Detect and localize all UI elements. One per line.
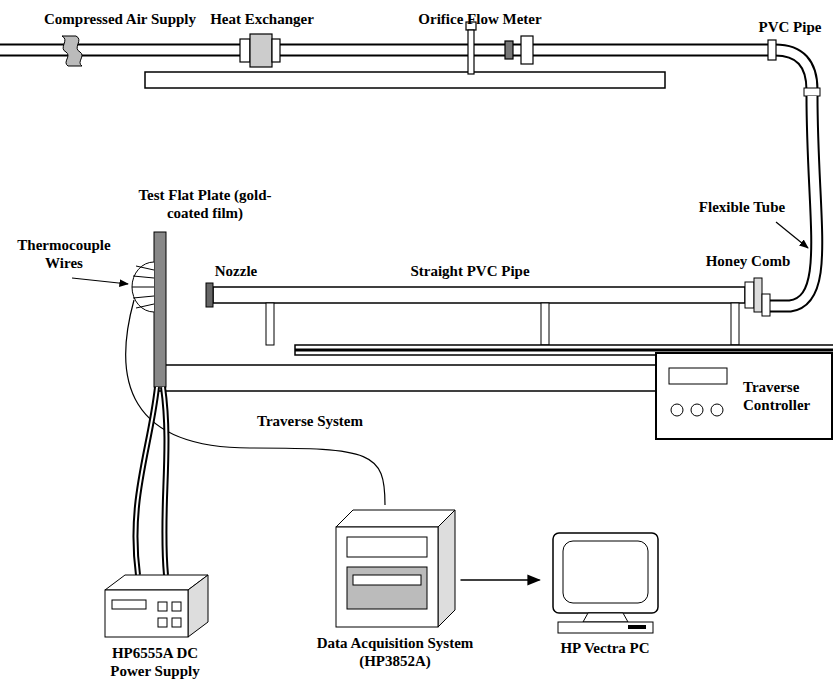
part-label: Thermocouple Wires xyxy=(9,236,119,272)
flexible-tube xyxy=(768,88,820,306)
power-cables xyxy=(135,387,166,575)
honeycomb xyxy=(745,278,770,316)
part-label: Heat Exchanger xyxy=(210,10,314,28)
leader-line xyxy=(776,222,808,248)
part-label: Straight PVC Pipe xyxy=(410,262,529,280)
orifice-meter xyxy=(466,22,776,74)
equipment-label: Data Acquisition System (HP3852A) xyxy=(310,634,480,670)
pc-drawing xyxy=(543,530,668,635)
part-label: Honey Comb xyxy=(706,252,791,270)
thermocouple-bundle xyxy=(132,262,154,312)
equipment-unit: Data Acquisition System (HP3852A) xyxy=(310,505,480,670)
test-plate xyxy=(154,232,166,387)
part-label: Orifice Flow Meter xyxy=(418,10,541,28)
part-label: Flexible Tube xyxy=(699,198,785,216)
part-label: Nozzle xyxy=(215,262,257,280)
part-label: PVC Pipe xyxy=(759,18,822,36)
equipment-label: HP Vectra PC xyxy=(535,639,675,657)
heat-exchanger xyxy=(240,34,280,67)
part-label: Test Flat Plate (gold-coated film) xyxy=(125,186,285,222)
leader-line xyxy=(72,278,128,284)
part-label: Compressed Air Supply xyxy=(44,10,196,28)
support-board xyxy=(145,72,665,88)
node-label: Traverse Controller xyxy=(743,378,827,414)
straight-pipe xyxy=(213,287,745,303)
nozzle xyxy=(206,283,213,307)
equipment-unit: HP6555A DC Power Supply xyxy=(95,570,215,680)
equipment-label: HP6555A DC Power Supply xyxy=(95,644,215,680)
pipe-supports xyxy=(266,303,739,345)
controller-box: Traverse Controller xyxy=(655,352,833,440)
data-link-arrow xyxy=(461,579,540,581)
supply-pipe xyxy=(0,50,812,90)
power-drawing xyxy=(100,570,210,640)
part-label: Traverse System xyxy=(257,412,363,430)
daq-drawing xyxy=(333,505,458,630)
equipment-unit: HP Vectra PC xyxy=(535,530,675,657)
pipe-break xyxy=(62,36,82,66)
controller-panel xyxy=(657,354,737,438)
